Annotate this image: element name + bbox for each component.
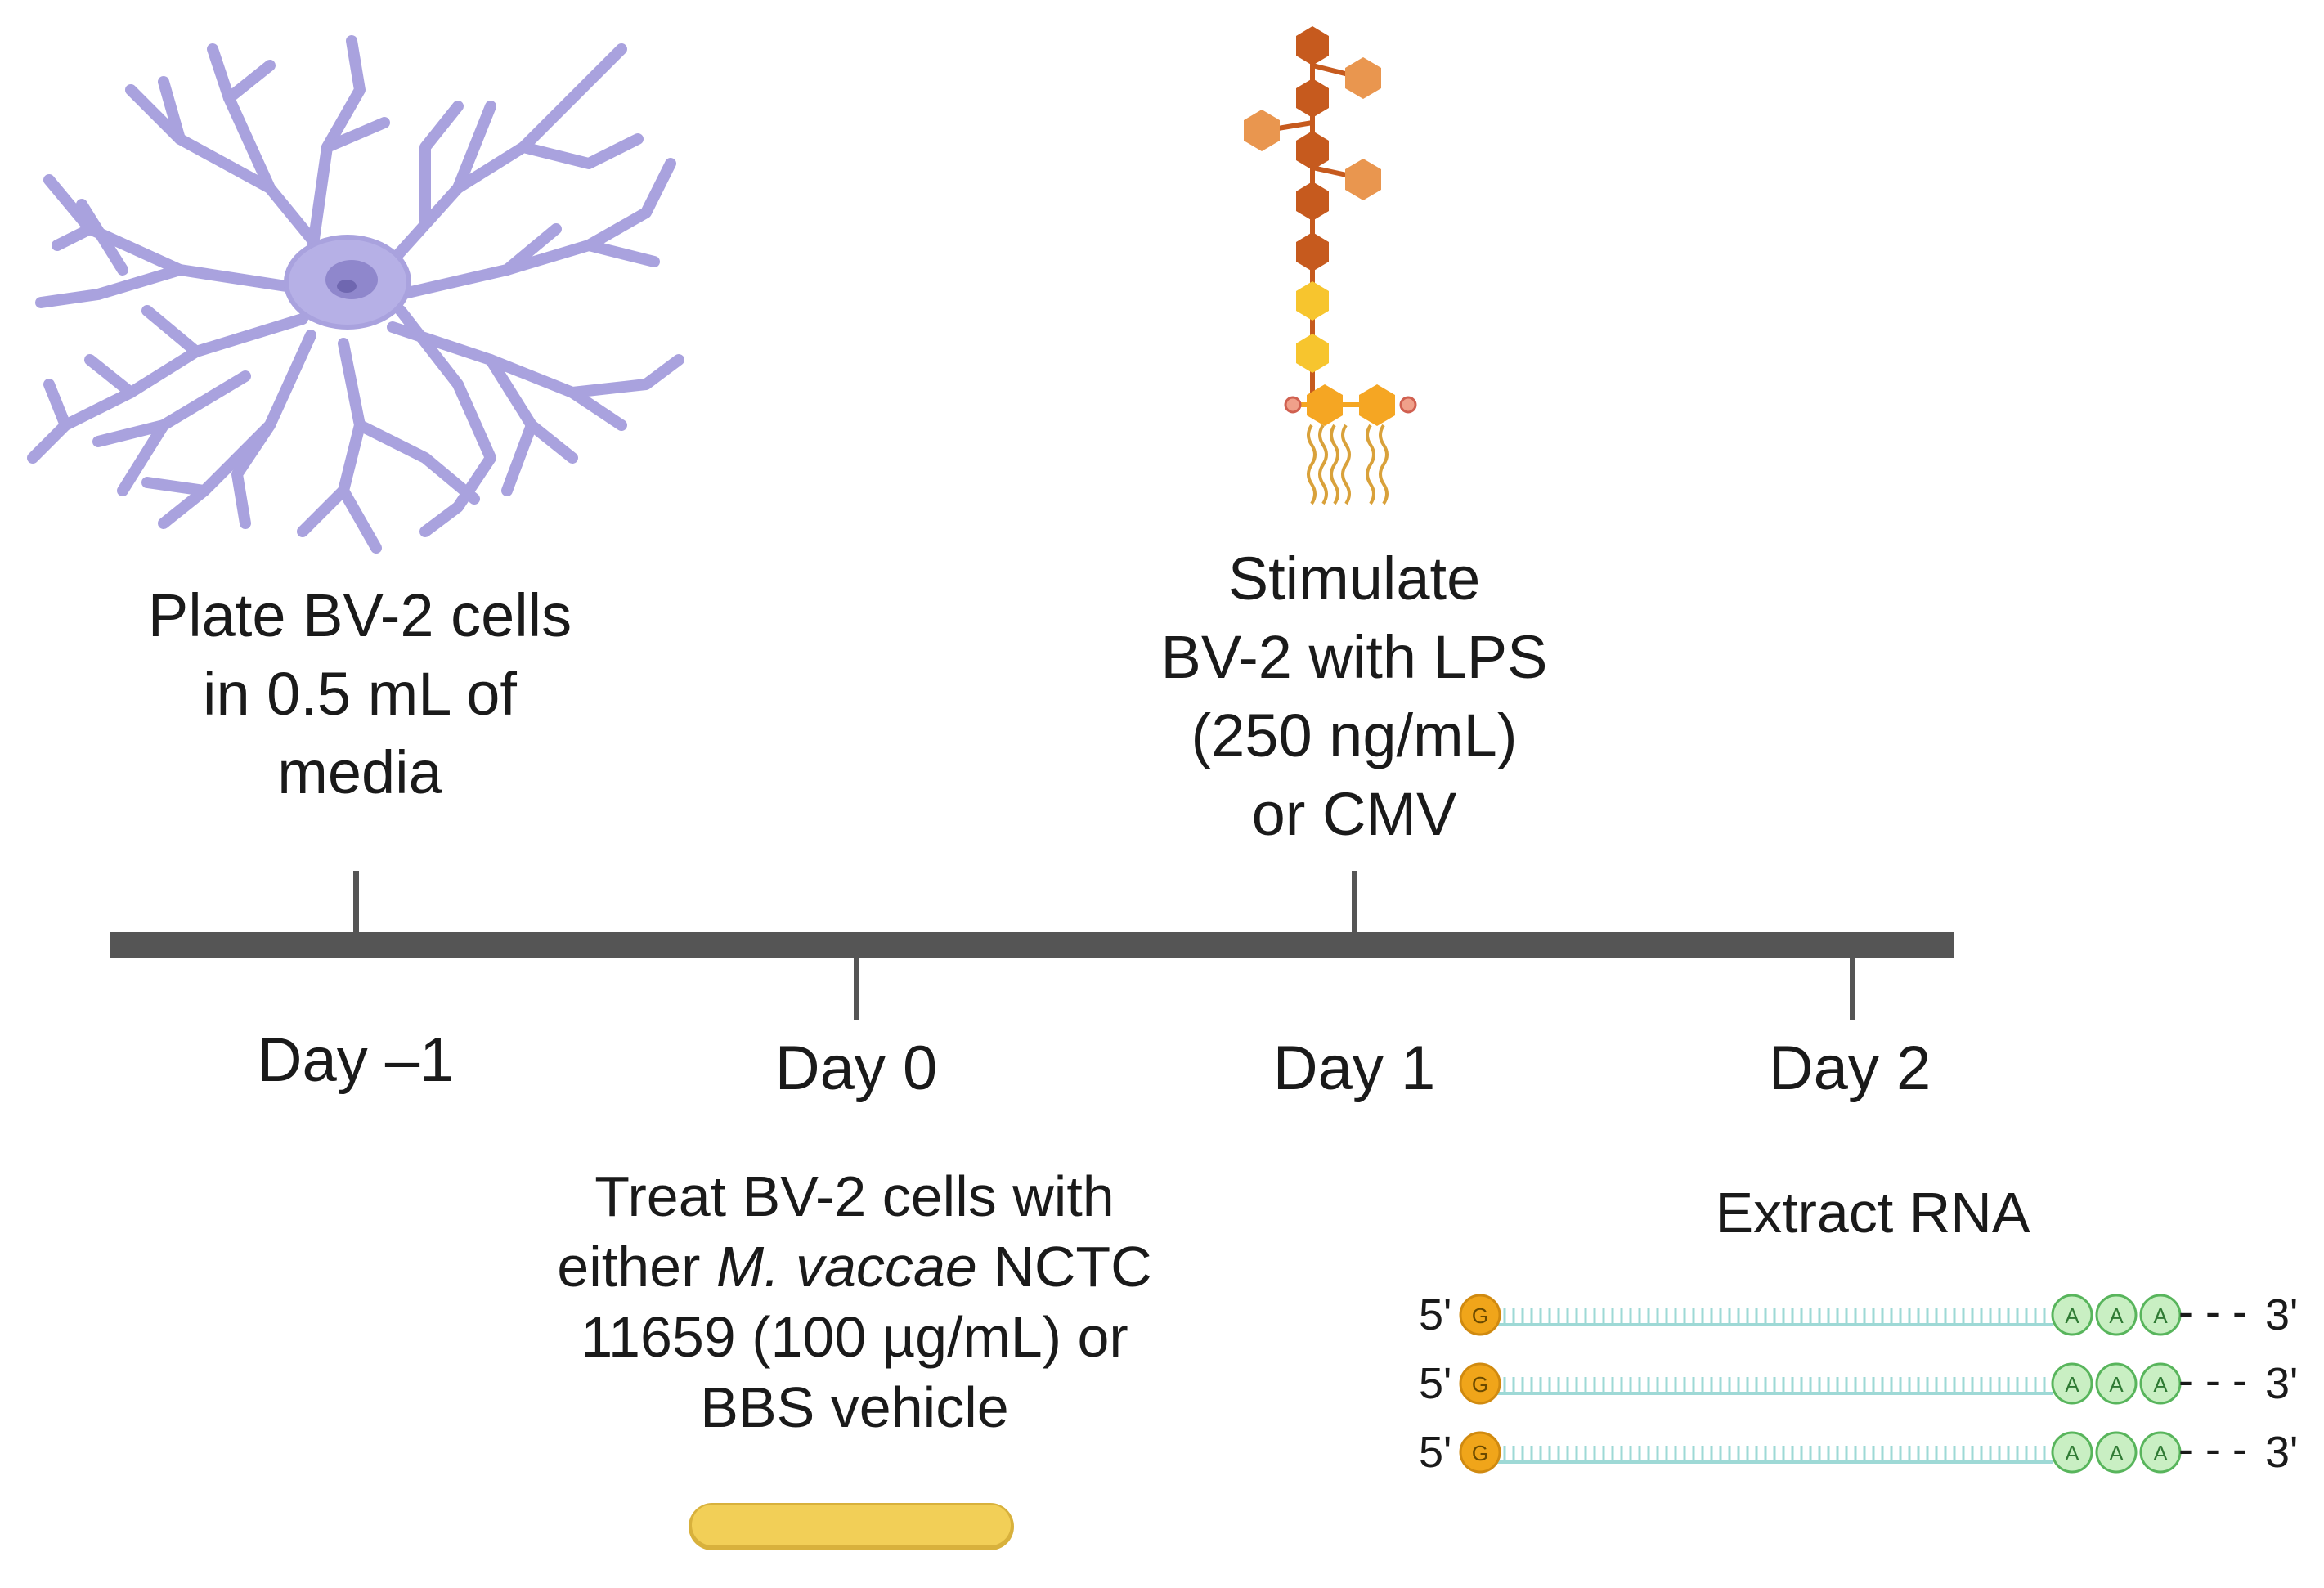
timeline: [110, 871, 1954, 1020]
poly-a-letter: A: [2109, 1372, 2124, 1397]
poly-a-letter: A: [2109, 1441, 2124, 1465]
five-prime-label: 5': [1419, 1428, 1451, 1477]
cap-letter: G: [1472, 1303, 1488, 1328]
poly-a-icon: [2095, 1431, 2138, 1474]
poly-a-icon: [2095, 1362, 2138, 1405]
three-prime-label: 3': [2265, 1290, 2298, 1339]
stimulate-line-1: Stimulate: [1227, 545, 1481, 612]
treat-line-2: either M. vaccae NCTC: [495, 1231, 1214, 1302]
bacterium-icon: [689, 1503, 1014, 1550]
poly-a-icon: [2139, 1431, 2182, 1474]
rna-strand: 5' G A A A - - - 3': [1419, 1287, 2298, 1339]
stimulate-step-label: Stimulate BV-2 with LPS (250 ng/mL) or C…: [1109, 540, 1599, 854]
poly-a-letter: A: [2153, 1441, 2168, 1465]
treat-line-1: Treat BV-2 cells with: [594, 1164, 1115, 1228]
day-label-1: Day 1: [1272, 1034, 1436, 1103]
rna-bases: [1503, 1308, 2046, 1325]
tail-dashes: - - -: [2178, 1356, 2247, 1405]
microglia-cell-icon: [27, 35, 684, 554]
five-prime-cap-icon: [1459, 1431, 1501, 1474]
rna-strand: 5' G A A A - - - 3': [1419, 1356, 2298, 1408]
stimulate-line-3: (250 ng/mL): [1191, 702, 1518, 769]
poly-a-letter: A: [2065, 1372, 2079, 1397]
cap-letter: G: [1472, 1372, 1488, 1397]
five-prime-cap-icon: [1459, 1362, 1501, 1405]
microglia-soma: [284, 235, 411, 330]
three-prime-label: 3': [2265, 1359, 2298, 1408]
day-label-minus1: Day –1: [257, 1025, 455, 1095]
day-label-2: Day 2: [1768, 1034, 1931, 1103]
lps-molecule-icon: [1244, 26, 1417, 505]
poly-a-icon: [2139, 1294, 2182, 1336]
nucleus-icon: [325, 260, 378, 299]
treat-line-2-post: NCTC: [976, 1235, 1152, 1299]
treat-species-name: M. vaccae: [716, 1235, 977, 1299]
tail-dashes: - - -: [2178, 1424, 2247, 1474]
stimulate-line-4: or CMV: [1251, 780, 1457, 848]
tick-day-minus1: [353, 871, 359, 932]
five-prime-label: 5': [1419, 1290, 1451, 1339]
poly-a-letter: A: [2065, 1303, 2079, 1328]
timeline-axis: [110, 932, 1954, 958]
plate-step-label: Plate BV-2 cells in 0.5 mL of media: [114, 576, 605, 812]
tick-day-2: [1850, 958, 1855, 1020]
treat-line-2-pre: either: [557, 1235, 716, 1299]
tick-day-0: [854, 958, 859, 1020]
poly-a-icon: [2051, 1362, 2093, 1405]
treat-step-label: Treat BV-2 cells with either M. vaccae N…: [495, 1161, 1214, 1442]
plate-line-2: in 0.5 mL of: [203, 660, 517, 728]
five-prime-label: 5': [1419, 1359, 1451, 1408]
poly-a-icon: [2139, 1362, 2182, 1405]
rna-strands: 5' G A A A - - - 3' 5' G A A A - - - 3' 5' G A A A - - - 3': [1419, 1287, 2298, 1477]
tail-dashes: - - -: [2178, 1287, 2247, 1336]
treat-line-3: 11659 (100 µg/mL) or: [581, 1305, 1128, 1369]
rna-bases: [1503, 1377, 2046, 1393]
cap-letter: G: [1472, 1441, 1488, 1465]
poly-a-letter: A: [2065, 1441, 2079, 1465]
five-prime-cap-icon: [1459, 1294, 1501, 1336]
poly-a-icon: [2051, 1294, 2093, 1336]
poly-a-letter: A: [2153, 1303, 2168, 1328]
poly-a-icon: [2051, 1431, 2093, 1474]
plate-line-3: media: [277, 738, 442, 806]
tick-day-1: [1352, 871, 1357, 932]
rna-strand: 5' G A A A - - - 3': [1419, 1424, 2298, 1477]
poly-a-letter: A: [2109, 1303, 2124, 1328]
extract-step-label: Extract RNA: [1715, 1181, 2030, 1245]
day-label-0: Day 0: [774, 1034, 938, 1103]
poly-a-letter: A: [2153, 1372, 2168, 1397]
plate-line-1: Plate BV-2 cells: [147, 581, 572, 649]
rna-bases: [1503, 1446, 2046, 1462]
treat-line-4: BBS vehicle: [700, 1375, 1009, 1439]
poly-a-icon: [2095, 1294, 2138, 1336]
stimulate-line-2: BV-2 with LPS: [1160, 623, 1548, 691]
three-prime-label: 3': [2265, 1428, 2298, 1477]
